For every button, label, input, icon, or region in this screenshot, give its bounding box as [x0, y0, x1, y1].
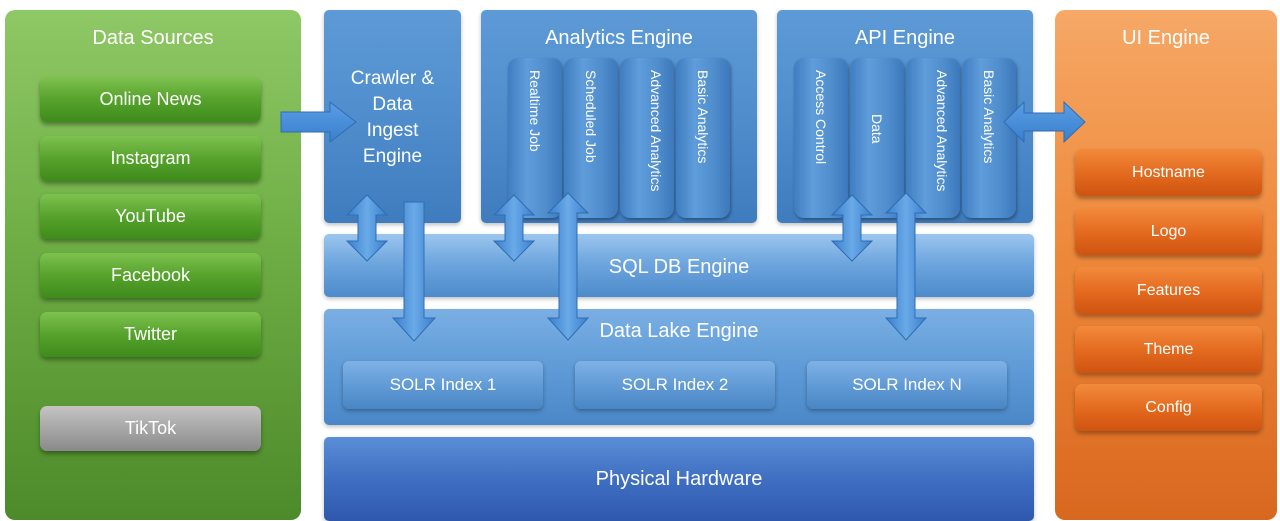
ui-item-theme[interactable]: Theme [1075, 326, 1262, 373]
sql-db-engine: SQL DB Engine [324, 234, 1034, 297]
ui-item-features[interactable]: Features [1075, 267, 1262, 314]
ui-item-logo[interactable]: Logo [1075, 208, 1262, 255]
solr-index-2: SOLR Index 2 [575, 361, 775, 409]
data-lake-engine-label: Data Lake Engine [599, 320, 759, 342]
analytics-column-realtime-job: Realtime Job [508, 58, 562, 218]
api-column-label: Access Control [813, 70, 829, 165]
crawler-line-1: Crawler & [350, 68, 435, 89]
physical-hardware-label: Physical Hardware [595, 468, 763, 490]
api-column-label: Advanced Analytics [934, 70, 950, 192]
arrow-crawler-sql [345, 194, 389, 262]
arrow-analytics-lake [546, 192, 590, 341]
api-engine: API Engine Access Control Data Advanced … [777, 10, 1033, 223]
ui-item-hostname[interactable]: Hostname [1075, 149, 1262, 196]
analytics-engine-title: Analytics Engine [545, 27, 693, 49]
arrow-crawler-lake [391, 201, 437, 342]
analytics-column-scheduled-job: Scheduled Job [564, 58, 618, 218]
api-column-label: Basic Analytics [981, 70, 997, 164]
analytics-column-advanced-analytics: Advanced Analytics [620, 58, 674, 218]
analytics-engine: Analytics Engine Realtime Job Scheduled … [481, 10, 757, 223]
ui-engine-title: UI Engine [1122, 27, 1210, 49]
api-engine-title: API Engine [854, 27, 956, 49]
arrow-analytics-sql [492, 194, 536, 262]
data-sources-panel: Data Sources Online News Instagram YouTu… [5, 10, 301, 520]
source-youtube[interactable]: YouTube [40, 194, 261, 239]
api-column-advanced-analytics: Advanced Analytics [906, 58, 960, 218]
analytics-column-basic-analytics: Basic Analytics [676, 58, 730, 218]
source-facebook[interactable]: Facebook [40, 253, 261, 298]
solr-index-n: SOLR Index N [807, 361, 1007, 409]
arrow-api-sql [830, 194, 874, 262]
source-tiktok[interactable]: TikTok [40, 406, 261, 451]
crawler-line-3: Ingest [366, 120, 419, 141]
source-instagram[interactable]: Instagram [40, 136, 261, 181]
api-column-data: Data [850, 58, 904, 218]
sql-db-engine-label: SQL DB Engine [608, 256, 750, 278]
analytics-column-label: Basic Analytics [695, 70, 711, 164]
data-sources-title: Data Sources [92, 27, 214, 49]
source-online-news[interactable]: Online News [40, 77, 261, 122]
ui-engine-panel: UI Engine Hostname Logo Features Theme C… [1055, 10, 1277, 520]
crawler-line-4: Engine [362, 146, 423, 167]
crawler-label: Crawler & Data Ingest Engine [324, 66, 461, 170]
api-column-label: Data [869, 114, 885, 144]
analytics-column-label: Scheduled Job [583, 70, 599, 163]
analytics-column-label: Realtime Job [527, 70, 543, 152]
source-twitter[interactable]: Twitter [40, 312, 261, 357]
api-column-basic-analytics: Basic Analytics [962, 58, 1016, 218]
api-column-access-control: Access Control [794, 58, 848, 218]
solr-index-1: SOLR Index 1 [343, 361, 543, 409]
crawler-line-2: Data [372, 94, 413, 115]
physical-hardware: Physical Hardware [324, 437, 1034, 521]
arrow-sources-to-crawler [280, 100, 357, 144]
arrow-api-lake [884, 192, 928, 341]
arrow-api-ui-bidirectional [1003, 100, 1086, 144]
analytics-column-label: Advanced Analytics [648, 70, 664, 192]
ui-item-config[interactable]: Config [1075, 384, 1262, 431]
